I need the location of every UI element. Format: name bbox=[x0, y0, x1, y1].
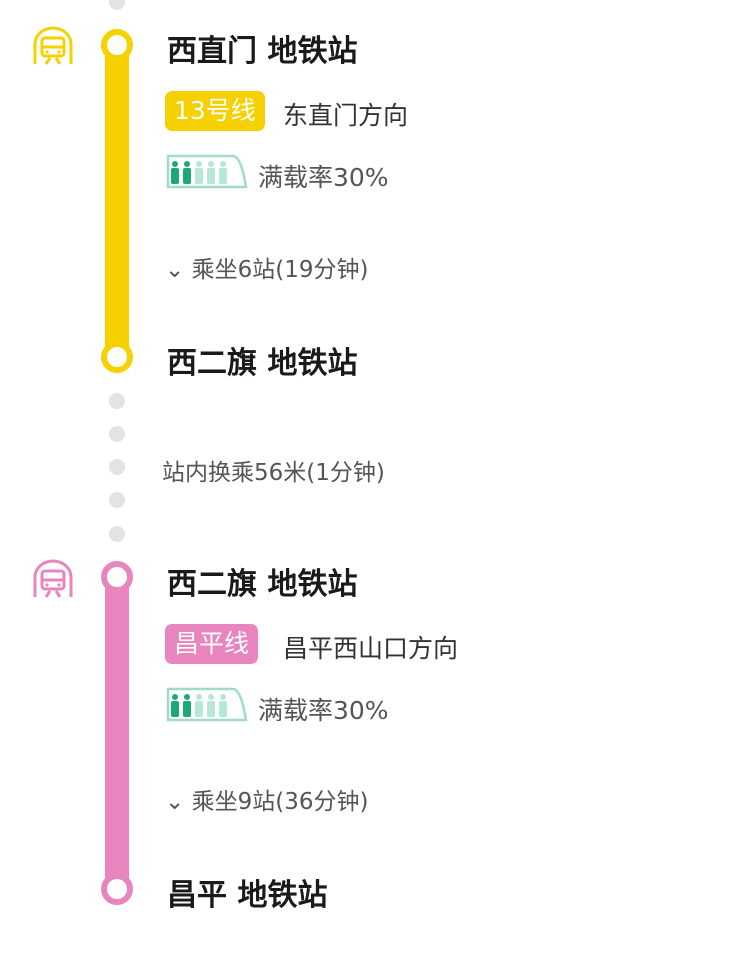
ride-stops-label: 乘坐9站(36分钟) bbox=[191, 789, 369, 815]
ride-stops-toggle[interactable]: ⌄ 乘坐9站(36分钟) bbox=[165, 782, 368, 816]
changping-line-track bbox=[105, 572, 129, 894]
chevron-down-icon: ⌄ bbox=[165, 789, 192, 815]
route-dot bbox=[109, 393, 125, 409]
line-badge[interactable]: 13号线 bbox=[165, 91, 265, 131]
crowding-icon bbox=[166, 687, 248, 722]
route-dot bbox=[109, 426, 125, 442]
route-dot bbox=[109, 0, 125, 10]
station-node bbox=[101, 29, 133, 61]
station-node bbox=[101, 873, 133, 905]
subway-train-icon bbox=[33, 559, 73, 598]
alight-station[interactable]: 西二旗 地铁站 bbox=[167, 346, 358, 381]
route-dot bbox=[109, 492, 125, 508]
route-dot bbox=[109, 459, 125, 475]
board-station[interactable]: 西二旗 地铁站 bbox=[167, 567, 358, 602]
ride-stops-toggle[interactable]: ⌄ 乘坐6站(19分钟) bbox=[165, 250, 368, 284]
chevron-down-icon: ⌄ bbox=[165, 257, 192, 283]
line-13-track bbox=[105, 40, 129, 362]
station-node bbox=[101, 341, 133, 373]
direction-text: 昌平西山口方向 bbox=[283, 634, 459, 663]
ride-stops-label: 乘坐6站(19分钟) bbox=[191, 257, 369, 283]
load-rate: 满载率30% bbox=[258, 696, 389, 725]
line-badge[interactable]: 昌平线 bbox=[165, 624, 259, 664]
direction-text: 东直门方向 bbox=[283, 101, 409, 130]
subway-train-icon bbox=[33, 26, 73, 65]
alight-station[interactable]: 昌平 地铁站 bbox=[167, 878, 328, 913]
route-dot bbox=[109, 526, 125, 542]
transfer-info: 站内换乘56米(1分钟) bbox=[162, 460, 385, 486]
crowding-icon bbox=[166, 154, 248, 189]
board-station[interactable]: 西直门 地铁站 bbox=[167, 34, 358, 69]
load-rate: 满载率30% bbox=[258, 163, 389, 192]
station-node bbox=[101, 561, 133, 593]
